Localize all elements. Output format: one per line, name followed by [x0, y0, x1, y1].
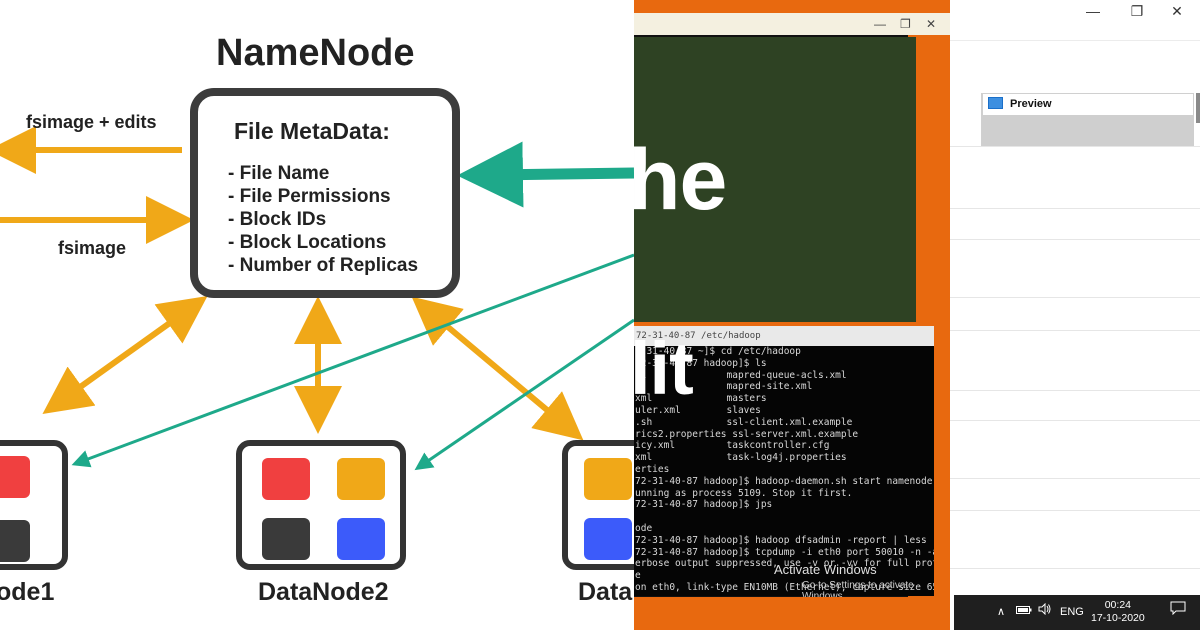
minimize-icon[interactable]: —	[874, 17, 886, 31]
activate-windows-hint: Go to Settings to activate Windows.	[802, 580, 914, 602]
terminal-line: xml masters	[635, 393, 767, 405]
window-minimize-icon[interactable]: —	[1086, 3, 1100, 19]
row-divider	[950, 297, 1200, 298]
scrollbar[interactable]	[1196, 93, 1200, 123]
show-hidden-icons-chevron[interactable]: ∧	[997, 606, 1006, 618]
block-red	[262, 458, 310, 500]
block-yellow	[584, 458, 632, 500]
ribbon-divider	[950, 40, 1200, 41]
pane-divider	[981, 93, 982, 146]
terminal-line: unning as process 5109. Stop it first.	[635, 487, 853, 499]
diagram-arrows	[0, 126, 634, 471]
row-divider	[950, 146, 1200, 147]
preview-icon	[988, 97, 1003, 109]
fsimage-label: fsimage	[58, 238, 127, 258]
slide-word-top: he	[634, 132, 727, 228]
metadata-item: Block Locations	[228, 231, 418, 254]
slide-word-bottom: lit	[634, 327, 694, 410]
slide-area: he	[634, 37, 916, 322]
window-restore-icon[interactable]: ❐	[1130, 3, 1144, 19]
terminal-titlebar: 72-31-40-87 /etc/hadoop	[634, 326, 934, 346]
metadata-item: Number of Replicas	[228, 254, 418, 277]
slide-window-titlebar: — ❐ ✕	[634, 13, 950, 35]
battery-icon[interactable]	[1016, 595, 1032, 630]
client-request-arrow	[457, 141, 634, 208]
row-divider	[950, 510, 1200, 511]
hdfs-diagram: NameNode File MetaData: File Name File P…	[0, 0, 634, 630]
datanode3-label: Data	[578, 578, 633, 606]
terminal-line: e	[635, 570, 641, 582]
metadata-item: File Permissions	[228, 185, 418, 208]
datanode1-label: ode1	[0, 578, 55, 606]
namenode-title: NameNode	[216, 32, 415, 74]
clock-date: 17-10-2020	[1091, 612, 1145, 624]
row-divider	[950, 478, 1200, 479]
datanode3-box	[562, 440, 634, 570]
teal-line-dn2	[414, 318, 634, 471]
file-metadata-box: File MetaData: File Name File Permission…	[190, 88, 460, 298]
teal-line-dn1	[71, 253, 634, 468]
metadata-title: File MetaData:	[234, 118, 390, 144]
datanode2-label: DataNode2	[258, 578, 389, 606]
terminal-line: ode	[635, 522, 653, 534]
row-divider	[950, 239, 1200, 240]
block-blue	[584, 518, 632, 560]
terminal-line: 72-31-40-87 hadoop]$ tcpdump -i eth0 por…	[635, 546, 934, 558]
nn-dn1-arrow	[42, 296, 208, 414]
block-red	[0, 456, 30, 498]
terminal-line: 72-31-40-87 hadoop]$ hadoop-daemon.sh st…	[635, 475, 933, 487]
explorer-window: — ❐ ✕ Preview ∧ ENG 00:24 17-10-2020	[950, 0, 1200, 630]
block-blue	[337, 518, 385, 560]
activate-windows-title: Activate Windows	[774, 562, 877, 577]
orange-band-mid	[634, 320, 934, 328]
restore-icon[interactable]: ❐	[900, 17, 911, 31]
selected-row[interactable]	[982, 115, 1194, 146]
volume-icon[interactable]	[1038, 595, 1052, 630]
fsimage-edits-label: fsimage + edits	[26, 112, 157, 132]
video-thumbnail: — ❐ ✕ he 72-31-40-87 /etc/hadoop 2-31-40…	[634, 0, 950, 630]
terminal-line: erbose output suppressed, use -v or -vv …	[635, 558, 934, 570]
language-indicator[interactable]: ENG	[1060, 606, 1084, 618]
row-divider	[950, 208, 1200, 209]
block-yellow	[337, 458, 385, 500]
terminal-line: .sh ssl-client.xml.example	[635, 416, 853, 428]
preview-pane-header[interactable]: Preview	[982, 93, 1194, 115]
taskbar-clock[interactable]: 00:24 17-10-2020	[1091, 599, 1145, 625]
datanode1-box	[0, 440, 68, 570]
taskbar: ∧ ENG 00:24 17-10-2020	[954, 595, 1200, 630]
metadata-list: File Name File Permissions Block IDs Blo…	[228, 162, 418, 277]
clock-time: 00:24	[1104, 599, 1131, 611]
close-icon[interactable]: ✕	[926, 17, 937, 31]
terminal-line: erties	[635, 463, 670, 475]
action-center-icon[interactable]	[1170, 595, 1186, 630]
block-black	[262, 518, 310, 560]
terminal-line: 2-31-40-87 ~]$ cd /etc/hadoop	[635, 346, 801, 357]
row-divider	[950, 330, 1200, 331]
terminal-line: uler.xml slaves	[635, 404, 761, 416]
terminal-line: on eth0, link-type EN10MB (Ethernet), ca…	[635, 581, 934, 593]
metadata-item: File Name	[228, 162, 418, 185]
terminal-line	[635, 511, 934, 523]
metadata-item: Block IDs	[228, 208, 418, 231]
block-black	[0, 520, 30, 562]
terminal-line: 72-31-40-87 hadoop]$ hadoop dfsadmin -re…	[635, 534, 927, 546]
terminal-line: 72-31-40-87 hadoop]$ ls	[635, 357, 767, 369]
row-divider	[950, 420, 1200, 421]
window-close-icon[interactable]: ✕	[1171, 3, 1183, 19]
terminal-line: icy.xml taskcontroller.cfg	[635, 440, 830, 452]
orange-band-bottom	[634, 597, 950, 630]
terminal-line: xml task-log4j.properties	[635, 452, 847, 464]
terminal-line: mapred-site.xml	[635, 381, 813, 393]
datanode2-box	[236, 440, 406, 570]
terminal-line: ml mapred-queue-acls.xml	[635, 369, 847, 381]
terminal-line: rics2.properties ssl-server.xml.example	[635, 428, 859, 440]
orange-band-top	[634, 0, 950, 14]
nn-dn3-arrow	[411, 296, 584, 441]
row-divider	[950, 568, 1200, 569]
preview-label: Preview	[1010, 98, 1052, 110]
terminal-line: 72-31-40-87 hadoop]$ jps	[635, 499, 773, 511]
row-divider	[950, 390, 1200, 391]
